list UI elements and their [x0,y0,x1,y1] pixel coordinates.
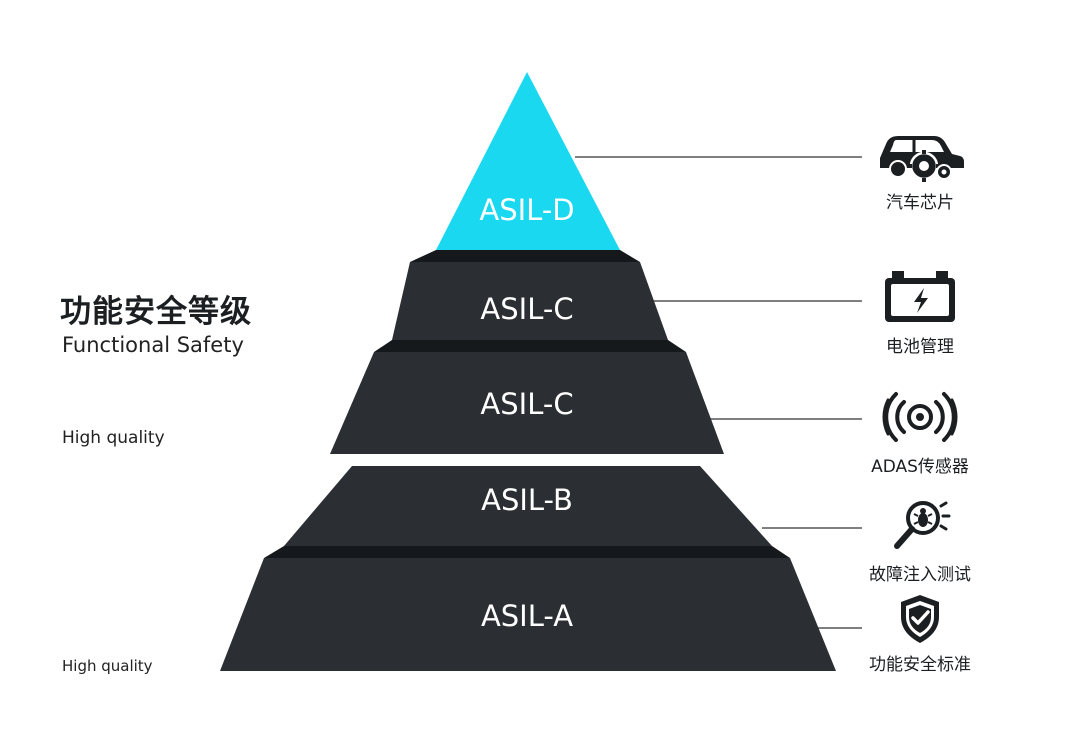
tier-bevel-1 [410,250,640,262]
title-zh: 功能安全等级 [60,294,252,330]
side-note-lower: High quality [62,657,153,675]
callout-battery: 电池管理 [850,266,990,357]
tier-bevel-2 [374,340,686,352]
tier-label-asil-b: ASIL-B [481,483,573,517]
tier-label-asil-a: ASIL-A [481,599,573,633]
callout-label-fault-injection: 故障注入测试 [869,565,971,585]
tier-label-asil-c-lower: ASIL-C [480,387,573,421]
battery-icon [870,266,970,328]
callout-label-car-chip: 汽车芯片 [886,193,954,213]
tier-bevel-4 [264,546,790,558]
tier-asil-d [436,72,620,250]
callout-adas-sensor: ADAS传感器 [850,386,990,477]
sensor-waves-icon [870,386,970,448]
title-en: Functional Safety [62,333,244,357]
tier-label-asil-c-upper: ASIL-C [480,292,573,326]
tier-asil-c-upper [392,262,668,340]
tier-asil-b [284,466,772,546]
tier-label-asil-d: ASIL-D [479,193,574,227]
tier-asil-c-lower [330,352,724,454]
callout-label-adas-sensor: ADAS传感器 [871,457,969,477]
tier-asil-a [220,558,836,671]
shield-check-icon [870,592,970,646]
callout-car-chip: 汽车芯片 [850,122,990,213]
callout-label-battery: 电池管理 [886,337,954,357]
side-note-upper: High quality [62,428,165,448]
magnifier-bug-icon [870,494,970,556]
callout-label-safety-standard: 功能安全标准 [869,655,971,675]
callout-safety-standard: 功能安全标准 [850,592,990,675]
callout-fault-injection: 故障注入测试 [850,494,990,585]
car-gear-icon [870,122,970,184]
